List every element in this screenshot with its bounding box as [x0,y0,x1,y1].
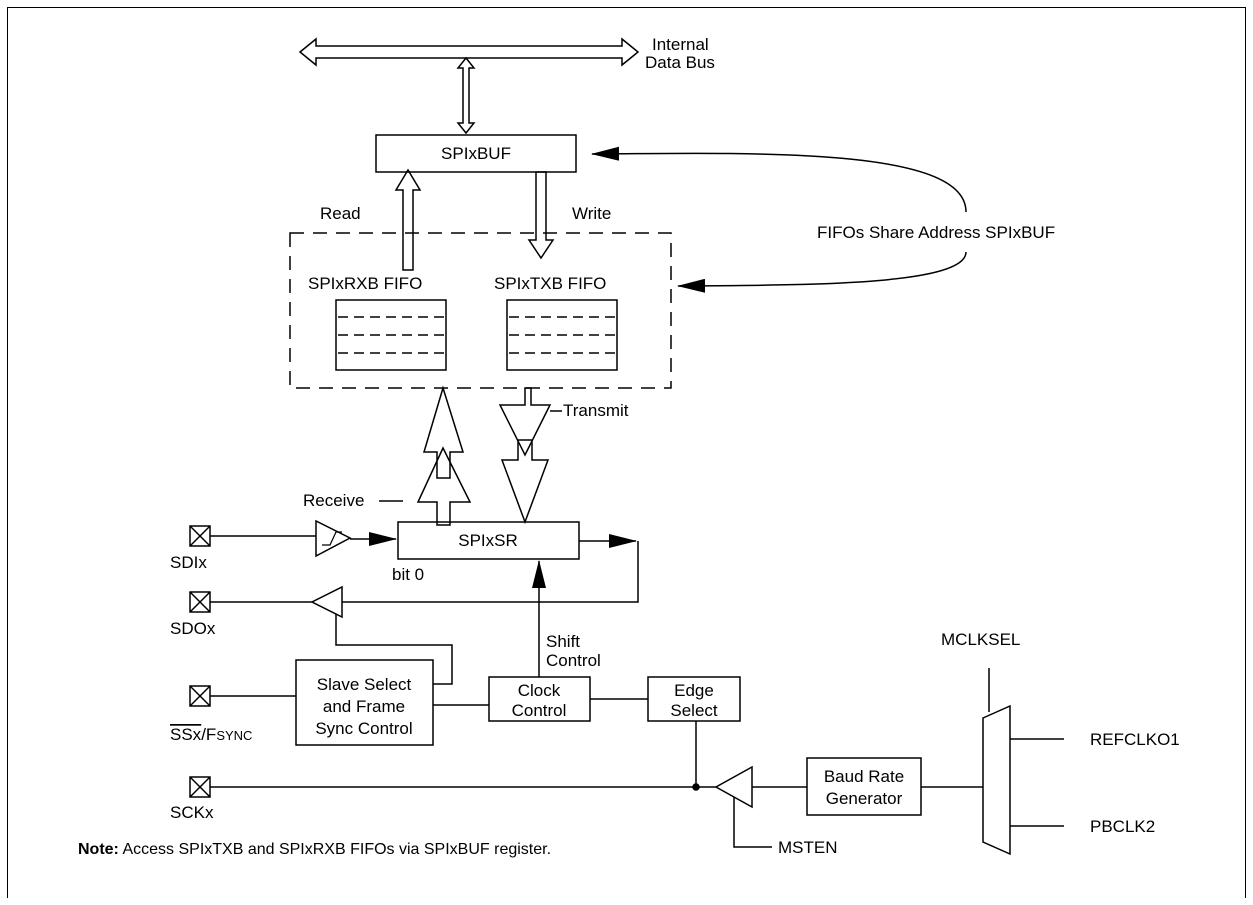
transmit-arrow-lower [500,439,550,525]
write-arrow [527,171,555,260]
sdo-pin [189,591,211,613]
baud-rate-line2: Generator [826,789,903,808]
shift-control-line1: Shift [546,632,580,651]
refclko1-label: REFCLKO1 [1090,730,1180,749]
edge-select-box [647,676,741,722]
edge-select-line1: Edge [674,681,714,700]
sdo-label: SDOx [170,619,216,638]
clock-control-line2: Control [512,701,567,720]
rx-fifo-box [335,299,447,371]
bus-label-line1: Internal [652,35,709,54]
note: Note: Access SPIxTXB and SPIxRXB FIFOs v… [78,841,551,858]
read-arrow [394,168,422,271]
receive-arrow-upper [422,385,465,479]
fsync-rest: SYNC [216,728,252,743]
spixbuf-label: SPIxBUF [441,144,511,163]
msten-label: MSTEN [778,838,838,857]
figure-frame [7,7,1246,898]
baud-rate-line1: Baud Rate [824,767,904,786]
receive-arrow-lower [416,446,472,526]
transmit-arrow-upper [498,387,552,457]
edge-select-line2: Select [670,701,718,720]
spixsr-label: SPIxSR [458,531,518,550]
receive-label: Receive [303,491,364,510]
sdi-label: SDIx [170,553,207,572]
tx-fifo-label: SPIxTXB FIFO [494,274,606,293]
slave-select-line2: and Frame [323,697,405,716]
spixbuf-box [375,134,577,173]
bus-to-buf-arrow [456,56,476,135]
note-bold: Note: [78,841,119,858]
fifo-dashed-region [289,232,672,389]
transmit-label: Transmit [563,401,629,420]
shift-control-line2: Control [546,651,601,670]
fifo-share-curve-top [591,146,967,213]
sdi-schmitt-buffer [315,519,352,558]
pbclk2-label: PBCLK2 [1090,817,1155,836]
slave-select-box [295,659,434,746]
sck-label: SCKx [170,803,214,822]
clock-mux [982,704,1011,856]
clock-control-line1: Clock [518,681,561,700]
write-label: Write [572,204,611,223]
mclksel-label: MCLKSEL [941,630,1020,649]
slave-select-line3: Sync Control [315,719,412,738]
bus-label-line2: Data Bus [645,53,715,72]
ss-label: SSx [170,725,202,744]
sdo-output-buffer [310,585,343,619]
read-label: Read [320,204,361,223]
internal-data-bus-arrow [298,37,640,67]
slave-select-line1: Slave Select [317,675,412,694]
bit0-label: bit 0 [392,565,424,584]
fifo-share-curve-bottom [677,251,967,293]
tx-fifo-box [506,299,618,371]
fifo-share-label: FIFOs Share Address SPIxBUF [817,223,1055,242]
ss-fsync-label: SSx/FSYNC [170,725,252,744]
fsync-initial: F [206,725,216,744]
rx-fifo-label: SPIxRXB FIFO [308,274,422,293]
note-text: Access SPIxTXB and SPIxRXB FIFOs via SPI… [119,841,551,858]
